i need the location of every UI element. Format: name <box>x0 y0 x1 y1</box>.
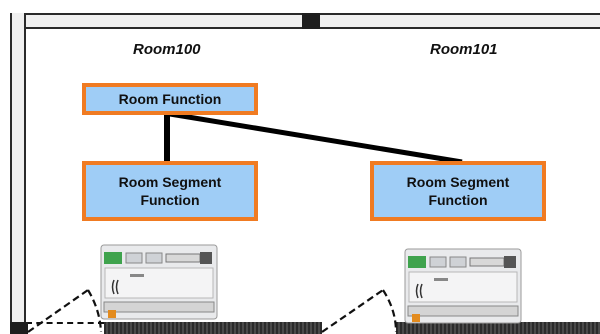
segment-right-line1: Room Segment <box>406 174 510 190</box>
room-label-100: Room100 <box>133 41 201 58</box>
connector-right <box>169 111 463 165</box>
room-function-box: Room Function <box>82 83 258 115</box>
segment-right-line2: Function <box>428 192 488 208</box>
door-swing-icon <box>321 289 398 333</box>
room-controller-device-icon <box>100 244 218 320</box>
bottom-wall-mid <box>104 322 322 334</box>
top-wall-right <box>320 13 600 29</box>
left-wall <box>10 13 26 327</box>
bottom-wall-right <box>396 322 600 334</box>
corner-pillar <box>10 322 28 334</box>
room-function-label: Room Function <box>118 91 222 107</box>
room-controller-device-icon <box>404 248 522 324</box>
bottom-wall-left <box>26 322 104 334</box>
room-label-101: Room101 <box>430 41 498 58</box>
top-wall-left <box>10 13 304 29</box>
door-swing-icon <box>27 289 103 333</box>
room-segment-function-box-right: Room Segment Function <box>370 161 546 221</box>
wall-pillar <box>302 13 322 29</box>
segment-left-line2: Function <box>140 192 200 208</box>
room-segment-function-box-left: Room Segment Function <box>82 161 258 221</box>
segment-left-line1: Room Segment <box>118 174 222 190</box>
